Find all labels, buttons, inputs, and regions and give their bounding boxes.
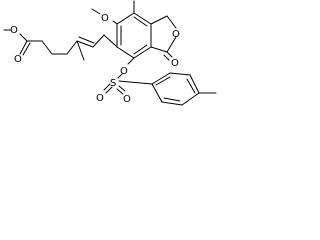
bond-ring-5 <box>133 46 152 59</box>
atom-lactone-carbonyl-oxygen: O <box>171 58 179 69</box>
bond-lactone-carbonyl-oxygen-double <box>163 54 170 61</box>
bond-tolyl-4 <box>181 92 200 106</box>
atom-ester-ether-oxygen: O <box>10 25 18 36</box>
atom-methoxy-oxygen: O <box>101 13 109 24</box>
atom-sulfonyl-oxygen-left: O <box>96 93 104 104</box>
bond-tolyl-3-double <box>186 78 196 94</box>
bond-ring-5-double <box>133 44 148 55</box>
bond-tolyl-5 <box>161 101 183 106</box>
bond-carbonyl-oxygen-double <box>22 42 31 56</box>
bond-ring-to-methoxy-oxygen <box>112 20 118 25</box>
bond-chain-4 <box>66 40 78 55</box>
bond-chain-methyl <box>76 40 85 61</box>
atom-sulfur: S <box>110 78 116 89</box>
bond-lines-main <box>3 0 217 106</box>
bond-tolyl-2 <box>169 72 191 76</box>
bond-tosyl-oxygen-to-sulfur <box>117 73 123 79</box>
atom-labels: O O O O O O S O O <box>10 13 180 105</box>
bond-tolyl-5-double <box>163 97 181 102</box>
bond-sulfur-to-aryl <box>118 80 153 85</box>
bond-chain-allylic <box>92 34 105 48</box>
bond-ester-oxygen-to-carbonyl <box>19 33 28 42</box>
atom-ester-carbonyl-oxygen: O <box>14 54 22 65</box>
structure-drawing: O O O O O O S O O <box>0 0 227 131</box>
bond-sulfur-oxygen-right-double <box>116 88 124 95</box>
bond-ring-2 <box>116 12 135 25</box>
bond-sulfur-oxygen-left-double <box>105 86 113 94</box>
atom-sulfonyl-oxygen-right: O <box>123 94 131 105</box>
bond-carbonyl-oxygen <box>19 40 28 55</box>
bond-chain-alkene <box>76 40 94 48</box>
bond-chain-alkene-double <box>78 36 95 44</box>
atom-lactone-ring-oxygen: O <box>172 29 180 40</box>
bond-ring-6 <box>116 46 135 59</box>
bond-tolyl-1 <box>151 72 171 85</box>
bond-lactone-ch2-oxygen <box>166 15 177 29</box>
bond-sulfur-oxygen-right <box>118 85 126 92</box>
bond-tolyl-3 <box>189 74 200 94</box>
bond-lactone-ch2 <box>150 15 168 25</box>
bond-methoxy-methyl <box>91 8 101 15</box>
bond-tolyl-1-double <box>155 76 171 86</box>
bond-lactone-oxygen-carbonyl <box>166 36 177 53</box>
bond-sulfur-oxygen-left <box>103 83 111 91</box>
bond-ring-3-double <box>133 16 148 27</box>
bond-lactone-carbonyl-ring <box>150 46 168 53</box>
bond-ring-to-tosyl-oxygen <box>127 57 135 65</box>
bond-chain-to-ring <box>103 34 118 48</box>
bond-tolyl-6 <box>151 83 163 103</box>
bond-lactone-carbonyl-oxygen <box>166 51 173 58</box>
bond-chain-2 <box>41 40 53 55</box>
atom-tosylate-ester-oxygen: O <box>120 66 128 77</box>
bond-ring-3 <box>133 12 152 25</box>
